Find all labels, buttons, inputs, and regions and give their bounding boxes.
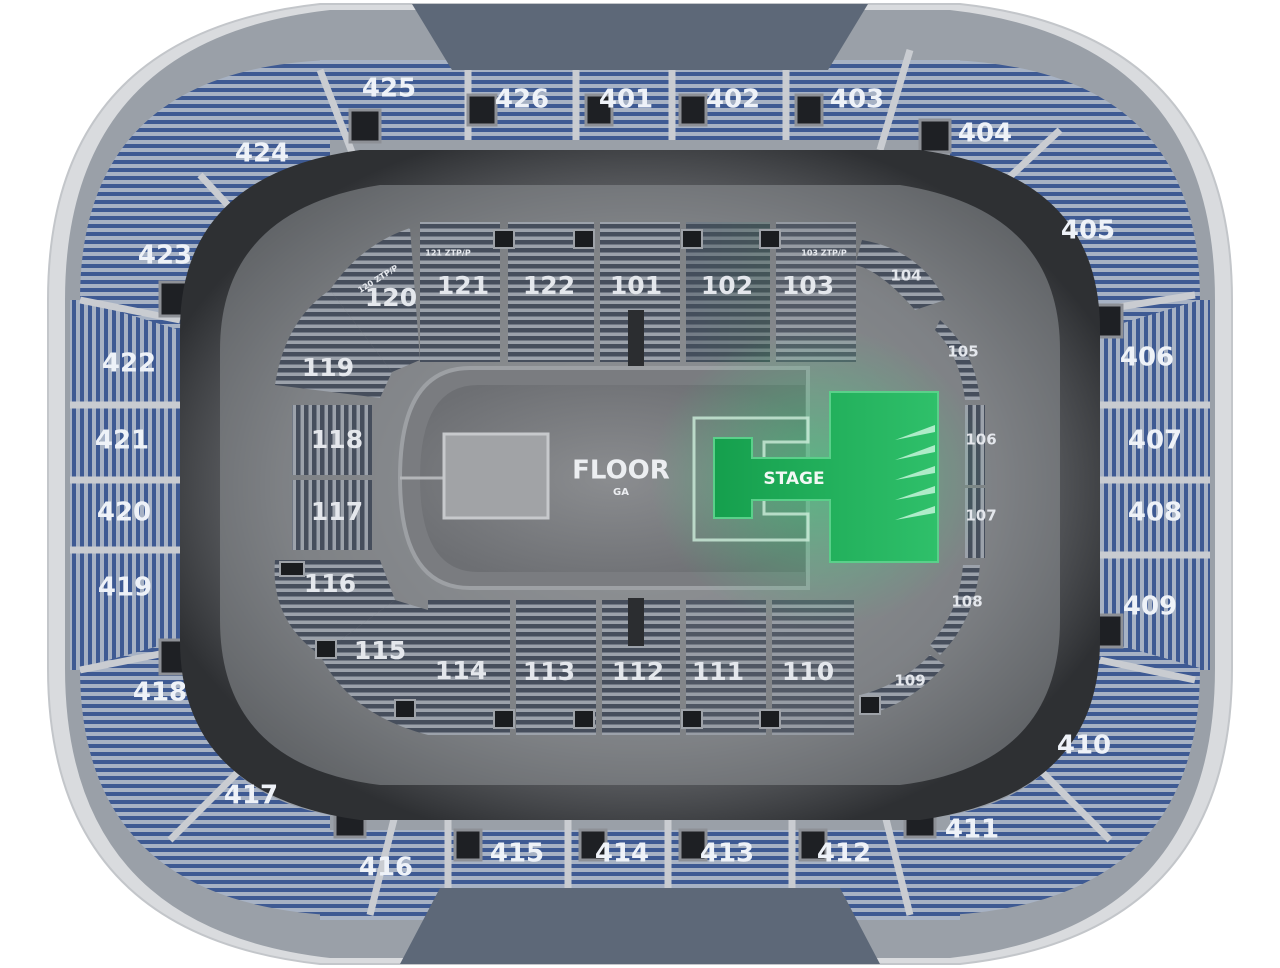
section-407[interactable]: 407 [1128,426,1182,456]
section-102[interactable]: 102 [701,271,753,300]
stage-runway [692,416,810,542]
section-424[interactable]: 424 [235,139,289,169]
section-111[interactable]: 111 [692,657,744,686]
section-403[interactable]: 403 [830,85,884,115]
section-101[interactable]: 101 [610,271,662,300]
section-112[interactable]: 112 [612,657,664,686]
section-103[interactable]: 103 [782,271,834,300]
section-417[interactable]: 417 [224,781,278,811]
ztp-103[interactable]: 103 ZTP/P [801,249,847,258]
lower-vomitories [279,229,881,729]
section-401[interactable]: 401 [599,85,653,115]
stage-label: STAGE [763,469,824,489]
section-421[interactable]: 421 [95,426,149,456]
section-113[interactable]: 113 [523,657,575,686]
section-104[interactable]: 104 [890,267,921,285]
section-107[interactable]: 107 [965,507,996,525]
section-409[interactable]: 409 [1123,592,1177,622]
floor-label: FLOOR [572,456,670,486]
section-414[interactable]: 414 [595,839,649,869]
section-405[interactable]: 405 [1061,216,1115,246]
section-416[interactable]: 416 [359,853,413,883]
section-420[interactable]: 420 [97,498,151,528]
section-422[interactable]: 422 [102,349,156,379]
section-121[interactable]: 121 [437,271,489,300]
section-120[interactable]: 120 [365,283,417,312]
section-116[interactable]: 116 [304,569,356,598]
section-115[interactable]: 115 [354,636,406,665]
section-118[interactable]: 118 [311,425,363,454]
lower-section-labels: 121 122 101 102 103 120 119 118 117 116 … [302,271,834,686]
ztp-121[interactable]: 121 ZTP/P [425,249,471,258]
section-418[interactable]: 418 [133,678,187,708]
section-109[interactable]: 109 [894,672,925,690]
section-122[interactable]: 122 [523,271,575,300]
section-408[interactable]: 408 [1128,498,1182,528]
section-108[interactable]: 108 [951,593,982,611]
section-413[interactable]: 413 [700,839,754,869]
section-423[interactable]: 423 [138,241,192,271]
section-110[interactable]: 110 [782,657,834,686]
section-404[interactable]: 404 [958,119,1012,149]
section-415[interactable]: 415 [490,839,544,869]
upper-section-labels: 425 426 401 402 403 404 405 406 407 408 … [95,74,1182,883]
section-105[interactable]: 105 [947,343,978,361]
section-406[interactable]: 406 [1120,343,1174,373]
north-tunnel [628,310,644,370]
section-114[interactable]: 114 [435,656,487,685]
section-419[interactable]: 419 [98,573,152,603]
section-117[interactable]: 117 [311,497,363,526]
floor-sublabel: GA [613,487,629,498]
section-426[interactable]: 426 [495,85,549,115]
section-411[interactable]: 411 [945,815,999,845]
bottom-end-bar [400,888,880,964]
side-section-labels: 104 105 106 107 108 109 [890,267,996,690]
stage[interactable] [713,391,939,563]
section-106[interactable]: 106 [965,431,996,449]
south-tunnel [628,598,644,646]
section-410[interactable]: 410 [1057,731,1111,761]
section-119[interactable]: 119 [302,353,354,382]
stage-light-beams [895,425,935,520]
sound-booth [442,432,550,520]
section-425[interactable]: 425 [362,74,416,104]
section-402[interactable]: 402 [706,85,760,115]
section-412[interactable]: 412 [817,839,871,869]
top-end-bar [412,4,868,70]
